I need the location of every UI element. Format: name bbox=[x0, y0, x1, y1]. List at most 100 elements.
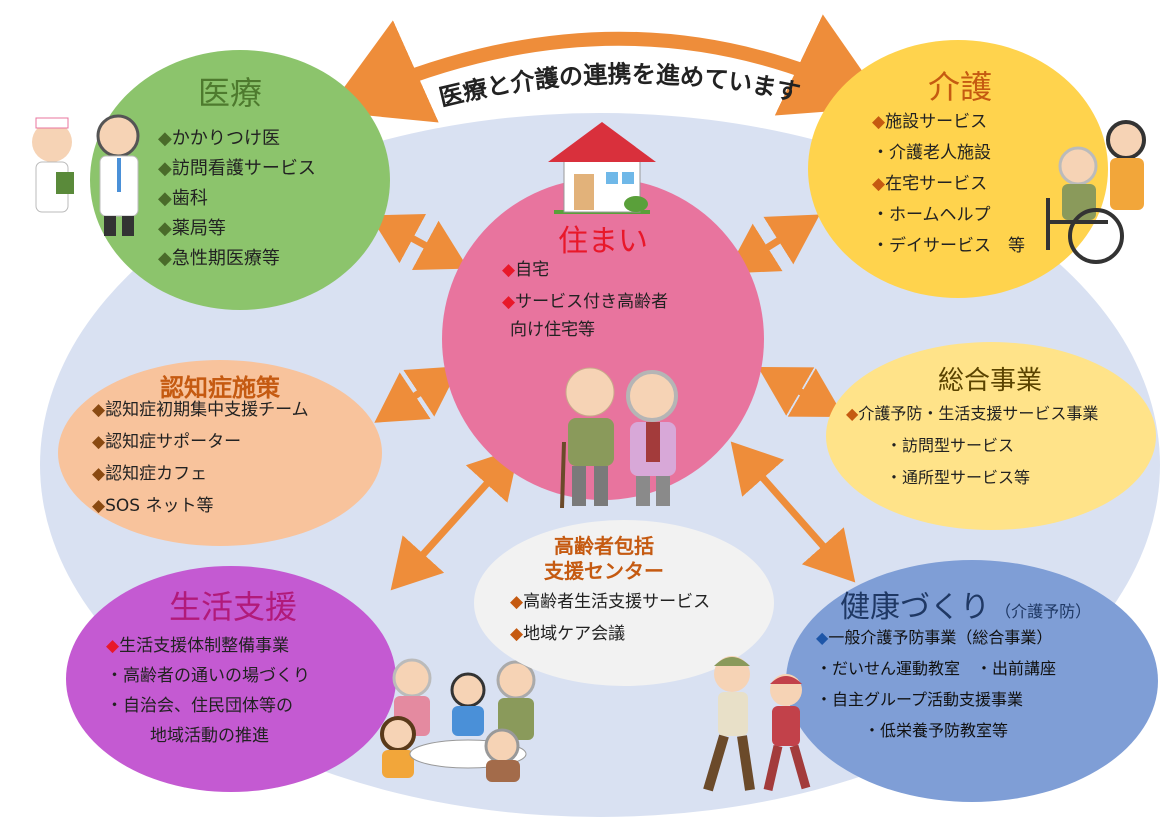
living-item: 地域活動の推進 bbox=[150, 726, 269, 746]
walking-people-icon bbox=[703, 656, 811, 792]
housing-items: ◆自宅 ◆サービス付き高齢者 向け住宅等 bbox=[502, 262, 668, 350]
dementia-title: 認知症施策 bbox=[160, 374, 280, 402]
bullet-icon: ・ bbox=[872, 205, 889, 225]
diamond-icon: ◆ bbox=[846, 404, 859, 423]
center-title: 高齢者包括 支援センター bbox=[514, 534, 694, 584]
diamond-icon: ◆ bbox=[92, 496, 106, 516]
diamond-icon: ◆ bbox=[158, 158, 172, 179]
health-items: ◆一般介護予防事業（総合事業） ・だいせん運動教室 ・出前講座 ・自主グループ活… bbox=[816, 630, 1056, 754]
health-item: 低栄養予防教室等 bbox=[880, 721, 1009, 740]
diamond-icon: ◆ bbox=[106, 636, 120, 656]
bullet-icon: ・ bbox=[816, 659, 833, 678]
bullet-icon: ・ bbox=[106, 696, 123, 716]
medical-item: 訪問看護サービス bbox=[171, 158, 316, 179]
diamond-icon: ◆ bbox=[158, 218, 172, 239]
diamond-icon: ◆ bbox=[158, 248, 172, 269]
housing-title: 住まい bbox=[558, 224, 648, 259]
diamond-icon: ◆ bbox=[872, 174, 886, 194]
diamond-icon: ◆ bbox=[92, 400, 106, 420]
living-title: 生活支援 bbox=[168, 588, 297, 626]
bullet-icon: ・ bbox=[886, 468, 903, 487]
health-item: 自主グループ活動支援事業 bbox=[832, 690, 1024, 709]
living-item: 生活支援体制整備事業 bbox=[119, 636, 290, 656]
diamond-icon: ◆ bbox=[92, 464, 106, 484]
care-item: 介護老人施設 bbox=[889, 143, 991, 163]
diamond-icon: ◆ bbox=[158, 188, 172, 209]
arrow-living-housing bbox=[390, 447, 520, 591]
medical-items: ◆かかりつけ医 ◆訪問看護サービス ◆歯科 ◆薬局等 ◆急性期医療等 bbox=[158, 130, 316, 280]
housing-item: サービス付き高齢者 bbox=[515, 292, 669, 312]
dementia-node bbox=[58, 360, 382, 546]
care-item: デイサービス 等 bbox=[889, 236, 1025, 256]
general-item: 訪問型サービス bbox=[902, 436, 1015, 455]
housing-item: 自宅 bbox=[515, 260, 550, 280]
diamond-icon: ◆ bbox=[92, 432, 106, 452]
dementia-item: SOS ネット等 bbox=[105, 496, 214, 516]
dementia-item: 認知症初期集中支援チーム bbox=[105, 400, 309, 420]
dementia-item: 認知症サポーター bbox=[105, 432, 242, 452]
living-items: ◆生活支援体制整備事業 ・高齢者の通いの場づくり ・自治会、住民団体等の 地域活… bbox=[106, 638, 310, 758]
medical-item: 歯科 bbox=[171, 188, 208, 209]
care-item: 在宅サービス bbox=[885, 174, 988, 194]
health-title: 健康づくり （介護予防） bbox=[840, 582, 1140, 626]
care-items: ◆施設サービス ・介護老人施設 ◆在宅サービス ・ホームヘルプ ・デイサービス … bbox=[872, 114, 1025, 269]
house-icon bbox=[548, 122, 656, 214]
diamond-icon: ◆ bbox=[158, 128, 172, 149]
diamond-icon: ◆ bbox=[816, 628, 829, 647]
care-node bbox=[808, 40, 1108, 298]
bullet-icon: ・ bbox=[816, 690, 833, 709]
medical-item: 急性期医療等 bbox=[171, 248, 280, 269]
arrow-dementia-housing bbox=[374, 366, 460, 423]
bullet-icon: ・ bbox=[872, 236, 889, 256]
banner-text-path: 医療と介護の連携を進めています bbox=[436, 60, 802, 112]
living-item: 高齢者の通いの場づくり bbox=[123, 666, 310, 686]
arrow-health-housing bbox=[730, 441, 856, 583]
health-title-sub: （介護予防） bbox=[995, 602, 1092, 621]
diamond-icon: ◆ bbox=[510, 624, 524, 644]
living-node bbox=[66, 566, 396, 792]
care-item: 施設サービス bbox=[885, 112, 988, 132]
health-title-main: 健康づくり bbox=[840, 590, 990, 625]
care-title: 介護 bbox=[927, 68, 992, 106]
center-title-line1: 高齢者包括 bbox=[554, 534, 654, 558]
center-title-line2: 支援センター bbox=[544, 559, 664, 583]
center-items: ◆高齢者生活支援サービス ◆地域ケア会議 bbox=[510, 594, 710, 658]
bullet-icon: ・ bbox=[872, 143, 889, 163]
bullet-icon: ・ bbox=[106, 666, 123, 686]
health-item: だいせん運動教室 ・出前講座 bbox=[832, 659, 1057, 678]
arrow-general-housing bbox=[757, 366, 845, 418]
caregiver-wheelchair-icon bbox=[1046, 120, 1146, 264]
general-item: 通所型サービス等 bbox=[902, 468, 1031, 487]
diamond-icon: ◆ bbox=[510, 592, 524, 612]
family-icon bbox=[380, 658, 536, 782]
health-node bbox=[786, 560, 1158, 802]
elderly-couple-icon bbox=[560, 367, 678, 509]
general-title: 総合事業 bbox=[937, 366, 1042, 396]
general-items: ◆介護予防・生活支援サービス事業 ・訪問型サービス ・通所型サービス等 bbox=[846, 406, 1098, 502]
housing-item-continuation: 向け住宅等 bbox=[510, 320, 595, 340]
dementia-item: 認知症カフェ bbox=[105, 464, 208, 484]
banner-arrow bbox=[326, 14, 888, 123]
living-item: 自治会、住民団体等の bbox=[123, 696, 293, 716]
general-node bbox=[826, 342, 1156, 530]
arrow-care-housing bbox=[726, 214, 820, 274]
medical-title: 医療 bbox=[197, 74, 262, 112]
dementia-items: ◆認知症初期集中支援チーム ◆認知症サポーター ◆認知症カフェ ◆SOS ネット… bbox=[92, 402, 309, 530]
center-item: 地域ケア会議 bbox=[523, 624, 626, 644]
diamond-icon: ◆ bbox=[502, 260, 516, 280]
bullet-icon: ・ bbox=[864, 721, 881, 740]
bullet-icon: ・ bbox=[886, 436, 903, 455]
medical-item: 薬局等 bbox=[171, 218, 226, 239]
diamond-icon: ◆ bbox=[872, 112, 886, 132]
center-item: 高齢者生活支援サービス bbox=[523, 592, 711, 612]
medical-node bbox=[90, 50, 390, 310]
banner-text: 医療と介護の連携を進めています bbox=[436, 60, 802, 112]
diamond-icon: ◆ bbox=[502, 292, 516, 312]
health-item: 一般介護予防事業（総合事業） bbox=[828, 628, 1053, 647]
care-item: ホームヘルプ bbox=[889, 205, 991, 225]
doctor-nurse-icon bbox=[32, 114, 140, 236]
general-item: 介護予防・生活支援サービス事業 bbox=[858, 404, 1099, 423]
arrow-medical-housing bbox=[369, 214, 469, 270]
medical-item: かかりつけ医 bbox=[171, 128, 281, 149]
